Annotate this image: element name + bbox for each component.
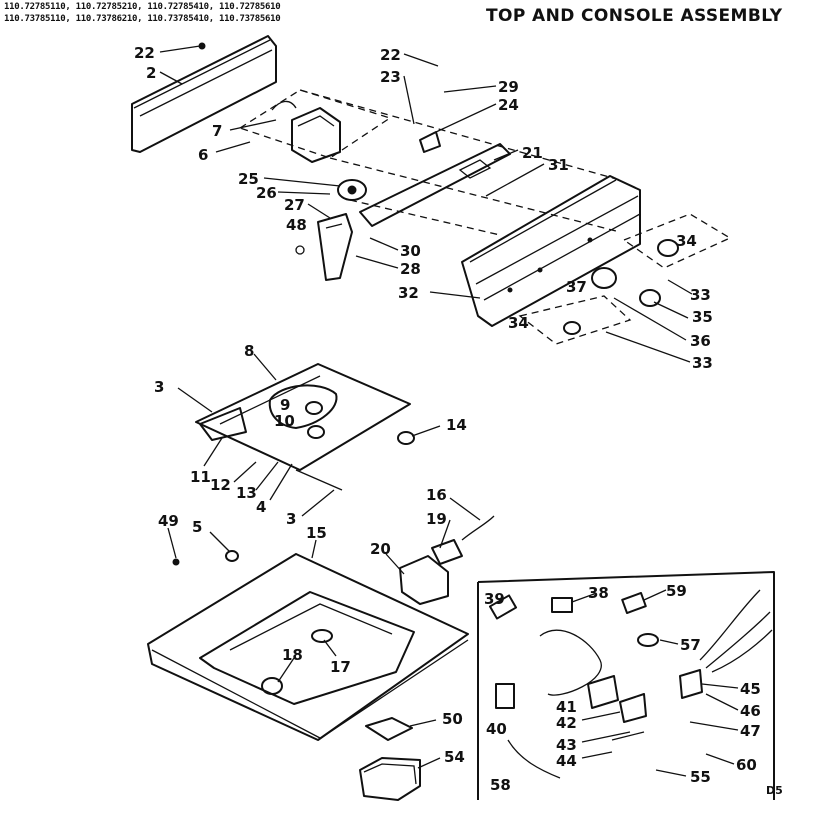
part-number-label: 33 [690,286,711,304]
model-numbers-line-2: 110.73785110, 110.73786210, 110.73785410… [4,14,281,24]
timer-assembly-part [238,89,392,163]
part-number-label: 3 [286,510,296,528]
part-number-label: 46 [740,702,761,720]
lid-switch-part [399,515,495,605]
part-number-label: 28 [400,260,421,278]
part-number-label: 35 [692,308,713,326]
part-number-label: 48 [286,216,307,234]
part-number-label: 18 [282,646,303,664]
part-number-label: 59 [666,582,687,600]
part-number-label: 38 [588,584,609,602]
part-number-label: 9 [280,396,290,414]
part-number-label: 19 [426,510,447,528]
washer-top-part [147,550,469,741]
part-number-label: 57 [680,636,701,654]
part-number-label: 31 [548,156,569,174]
part-number-label: 55 [690,768,711,786]
part-number-label: 42 [556,714,577,732]
part-number-label: 6 [198,146,208,164]
part-number-label: 2 [146,64,156,82]
part-number-label: 8 [244,342,254,360]
part-number-label: 11 [190,468,211,486]
part-number-label: 13 [236,484,257,502]
part-number-label: 10 [274,412,295,430]
part-number-label: 27 [284,196,305,214]
part-number-label: 37 [566,278,587,296]
switch-knob-part [337,179,367,201]
cover-part [359,757,421,801]
part-number-label: 30 [400,242,421,260]
part-number-label: 15 [306,524,327,542]
part-number-label: 60 [736,756,757,774]
switch-bracket-part [359,131,511,227]
part-number-label: 45 [740,680,761,698]
model-numbers-line-1: 110.72785110, 110.72785210, 110.72785410… [4,2,281,12]
part-number-label: 5 [192,518,202,536]
part-number-label: 7 [212,122,222,140]
part-number-label: 23 [380,68,401,86]
part-number-label: 41 [556,698,577,716]
part-number-label: 43 [556,736,577,754]
part-number-label: 36 [690,332,711,350]
main-top-part [195,363,415,491]
hinge-part [365,717,413,741]
part-number-label: 22 [134,44,155,62]
part-number-label: 54 [444,748,465,766]
part-number-label: 26 [256,184,277,202]
part-number-label: 49 [158,512,179,530]
part-number-label: 33 [692,354,713,372]
console-knobs-part [518,213,732,345]
part-number-label: 34 [676,232,697,250]
part-number-label: 58 [490,776,511,794]
rear-panel-part [131,35,277,153]
console-part [461,175,641,327]
part-number-label: 22 [380,46,401,64]
part-number-label: 14 [446,416,467,434]
part-number-label: 50 [442,710,463,728]
part-number-label: 34 [508,314,529,332]
part-number-label: 20 [370,540,391,558]
part-number-label: 4 [256,498,266,516]
leader-lines [159,45,739,777]
part-number-label: 16 [426,486,447,504]
part-number-label: 25 [238,170,259,188]
part-number-label: 44 [556,752,577,770]
part-number-label: 12 [210,476,231,494]
part-number-label: 32 [398,284,419,302]
diagram-title: TOP AND CONSOLE ASSEMBLY [486,6,783,26]
part-number-label: 21 [522,144,543,162]
part-number-label: 40 [486,720,507,738]
support-bracket-part [295,213,353,281]
part-number-label: 17 [330,658,351,676]
part-number-label: 24 [498,96,519,114]
harness-inset [477,571,775,800]
part-number-label: 3 [154,378,164,396]
part-number-label: 47 [740,722,761,740]
part-number-label: 29 [498,78,519,96]
part-number-label: 39 [484,590,505,608]
